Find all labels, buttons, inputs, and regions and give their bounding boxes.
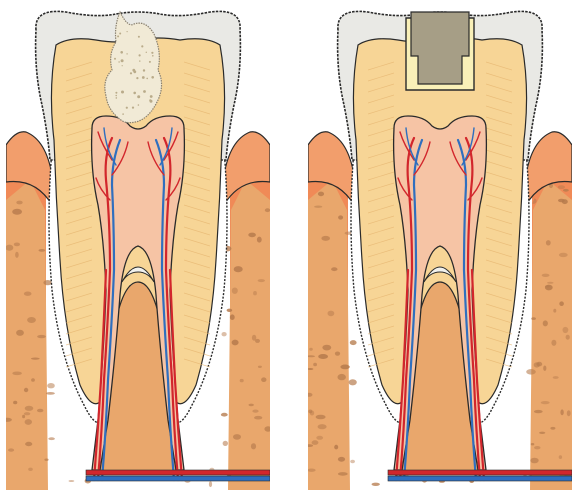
composite-filling — [411, 12, 469, 84]
tooth-diagram — [6, 0, 270, 490]
main-artery — [86, 470, 270, 475]
tooth-diagram — [308, 0, 572, 490]
main-vein — [388, 476, 572, 481]
decayed-tooth-panel — [6, 0, 270, 490]
main-vein — [86, 476, 270, 481]
filled-tooth-panel — [308, 0, 572, 490]
main-artery — [388, 470, 572, 475]
